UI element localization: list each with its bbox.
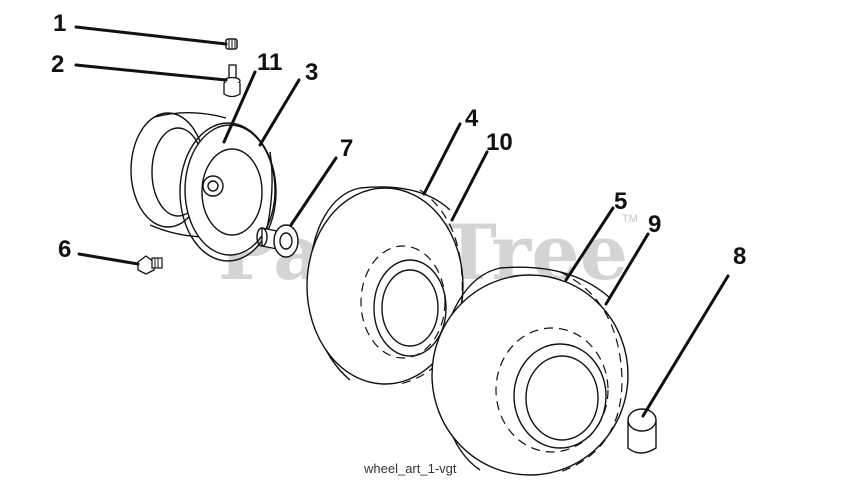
callout-5[interactable]: 5 (614, 188, 627, 215)
part-tire-front[interactable] (431, 266, 629, 476)
callout-10[interactable]: 10 (486, 129, 513, 156)
part-wheel-rim[interactable] (130, 112, 276, 256)
callout-3[interactable]: 3 (305, 59, 318, 86)
part-bushing[interactable] (256, 224, 299, 258)
callout-4[interactable]: 4 (465, 105, 479, 132)
callout-11[interactable]: 11 (257, 49, 282, 76)
callout-9[interactable]: 9 (648, 211, 661, 238)
diagram-caption: wheel_art_1-vgt (363, 461, 457, 476)
watermark-trademark: TM (622, 213, 638, 225)
callout-8[interactable]: 8 (733, 243, 746, 270)
callout-2[interactable]: 2 (51, 51, 64, 78)
callout-6[interactable]: 6 (58, 236, 71, 263)
callout-1[interactable]: 1 (53, 10, 66, 37)
part-hub-cap[interactable] (627, 408, 657, 454)
part-valve-stem[interactable] (223, 64, 241, 98)
part-valve-cap[interactable] (225, 38, 238, 50)
part-grease-fitting[interactable] (137, 255, 163, 275)
leader-lines (74, 25, 730, 418)
callout-7[interactable]: 7 (340, 135, 353, 162)
